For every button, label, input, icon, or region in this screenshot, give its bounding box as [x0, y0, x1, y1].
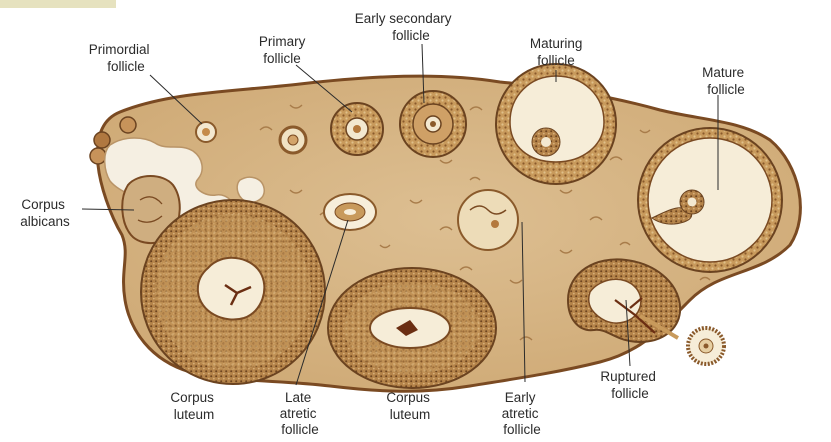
early-secondary-follicle: [400, 91, 466, 157]
mature-follicle: [638, 128, 782, 272]
label-mature-follicle: Mature follicle: [702, 65, 748, 97]
label-late-atretic-follicle: Late atretic follicle: [280, 390, 321, 437]
late-atretic-follicle: [324, 194, 376, 230]
label-corpus-albicans: Corpus albicans: [20, 197, 70, 229]
label-maturing-follicle: Maturing follicle: [530, 36, 586, 68]
released-oocyte: [688, 328, 724, 364]
early-atretic-follicle: [458, 190, 518, 250]
corpus-luteum-center: [328, 268, 496, 388]
corpus-luteum-left: [141, 200, 325, 384]
label-primordial-follicle: Primordial follicle: [89, 42, 154, 74]
label-early-atretic-follicle: Early atretic follicle: [502, 390, 543, 437]
primary-follicle: [331, 103, 383, 155]
label-corpus-luteum-left: Corpus luteum: [170, 390, 217, 422]
label-early-secondary-follicle: Early secondary follicle: [355, 11, 456, 43]
label-ruptured-follicle: Ruptured follicle: [600, 369, 659, 401]
label-primary-follicle: Primary follicle: [259, 34, 309, 66]
primary-follicle-small: [280, 127, 306, 153]
label-corpus-luteum-center: Corpus luteum: [386, 390, 433, 422]
